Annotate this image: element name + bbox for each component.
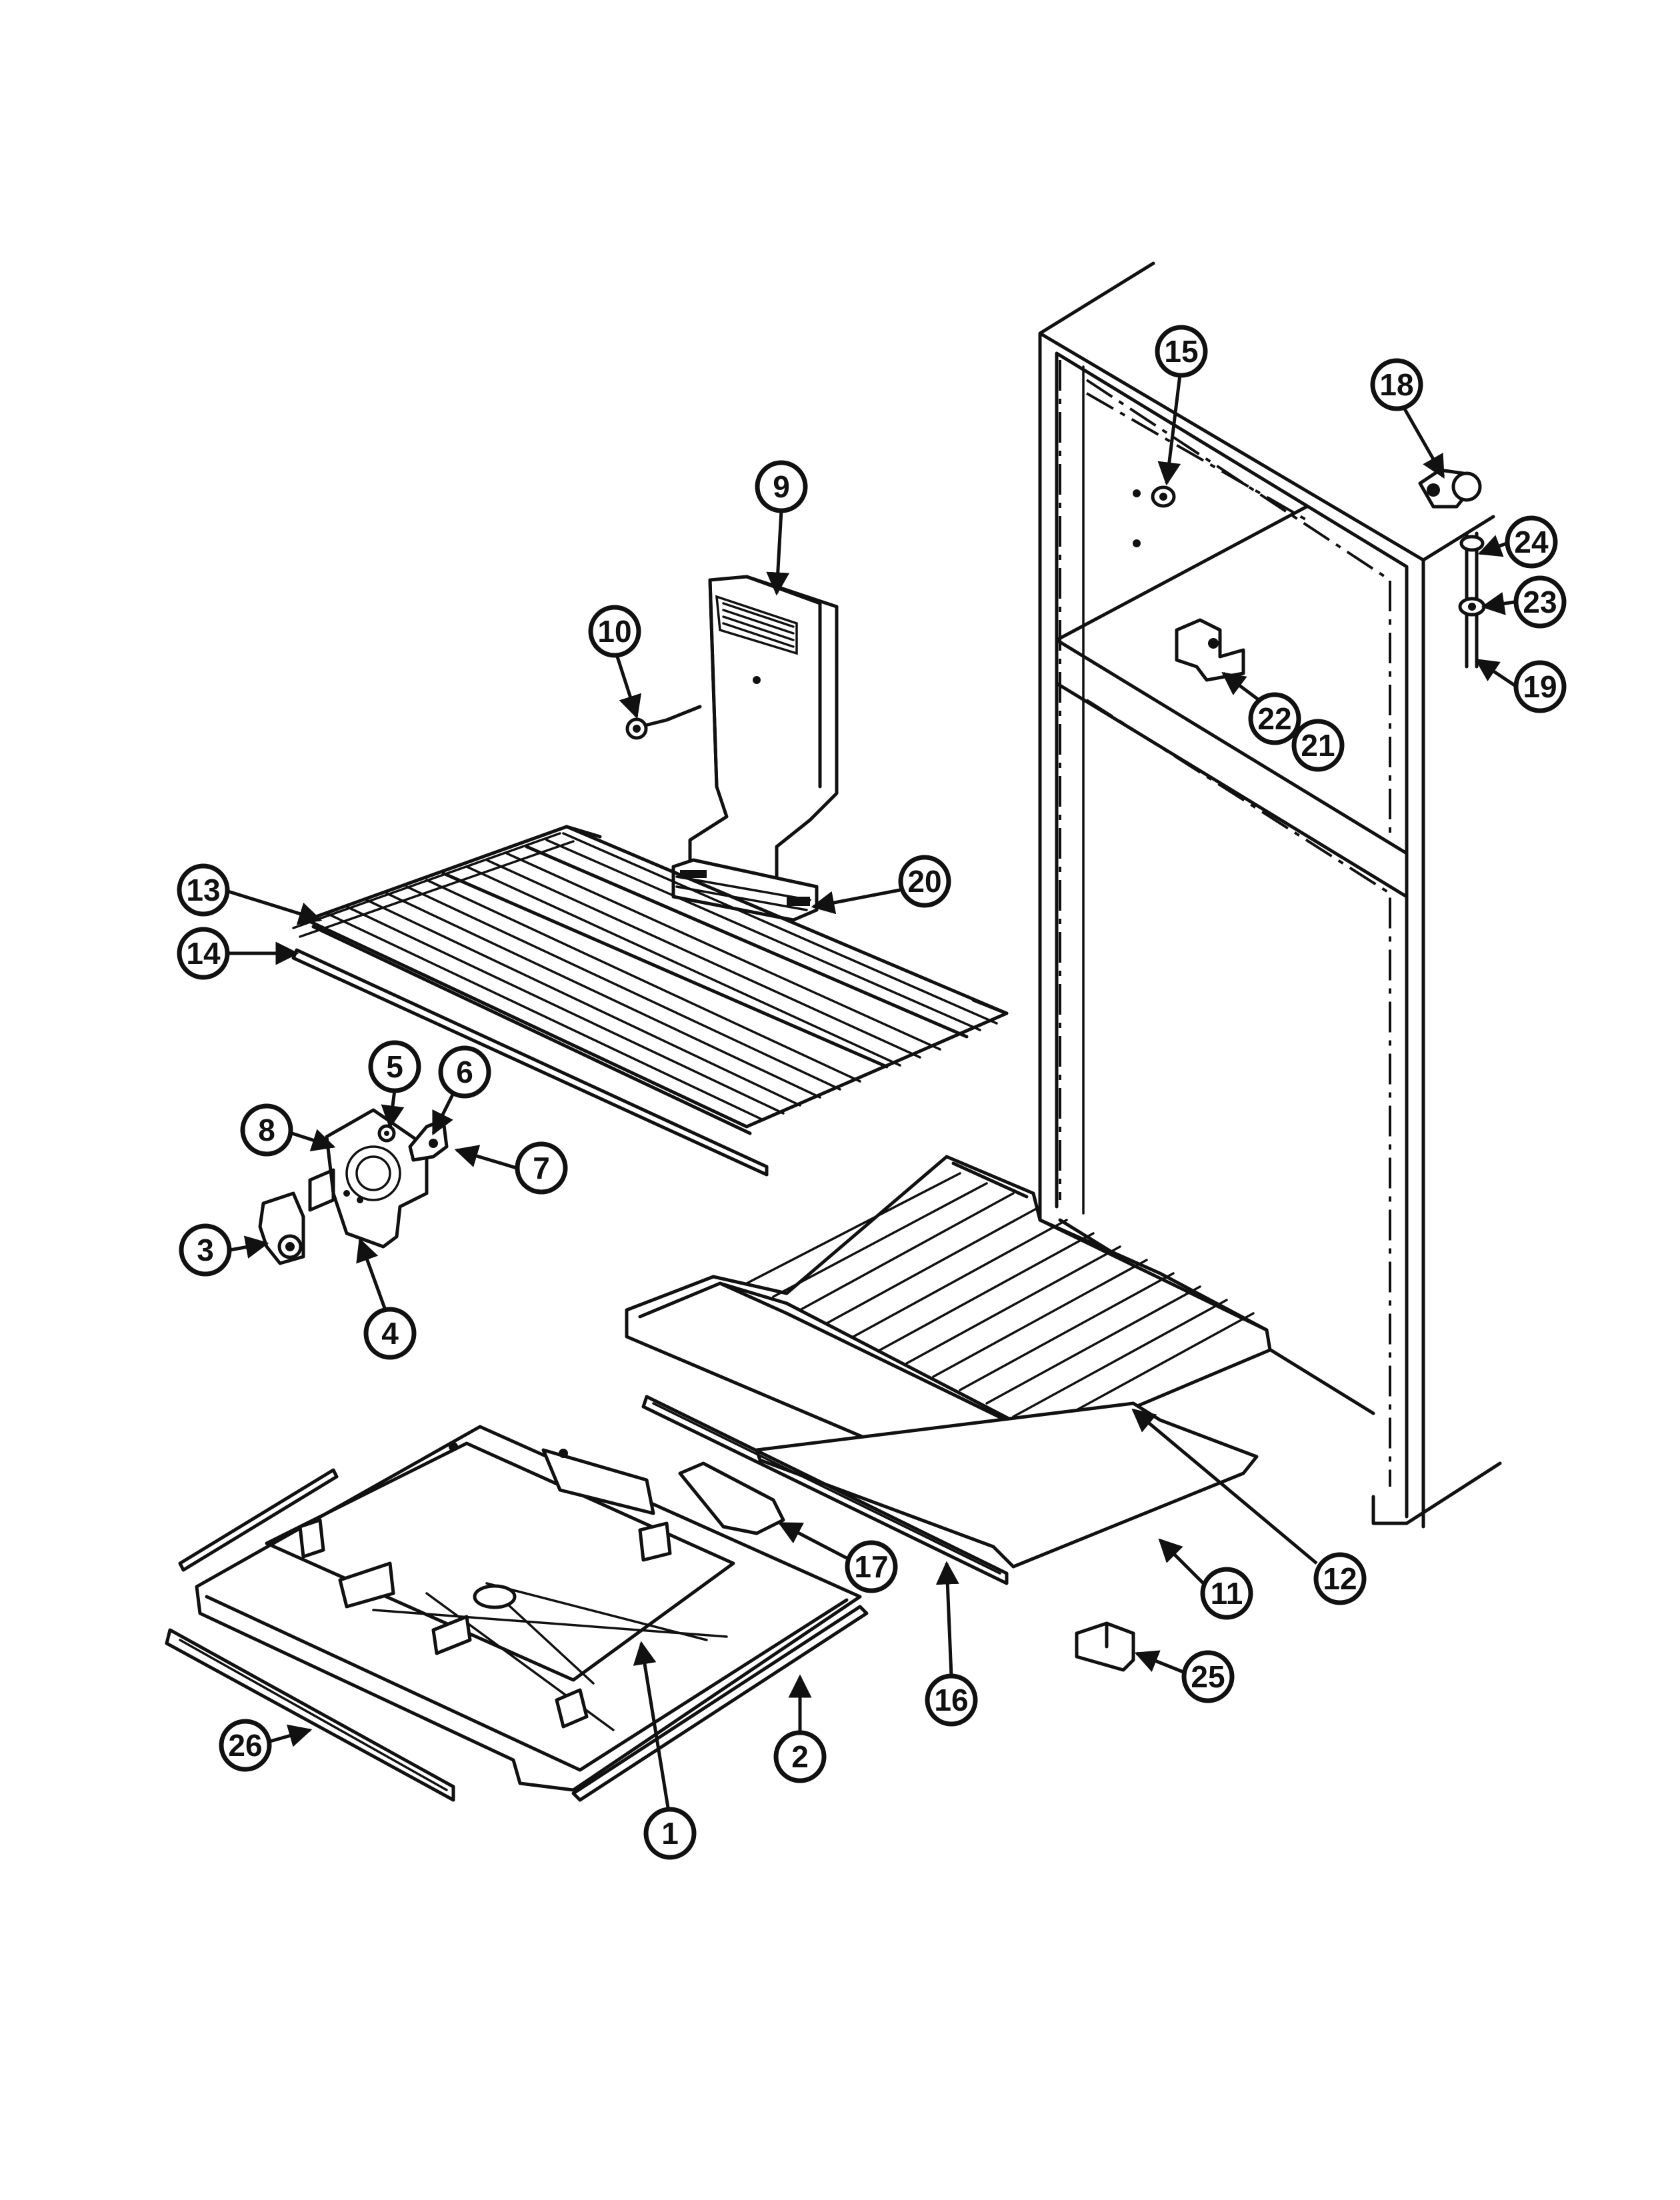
callout-8: 8 [240, 1103, 336, 1157]
callout-10: 10 [588, 605, 641, 719]
part-10-screw [625, 705, 702, 740]
part-13-wire-shelf [292, 825, 1009, 1135]
svg-text:11: 11 [1211, 1576, 1243, 1611]
part-19-hinge-pin [1458, 531, 1486, 669]
svg-text:22: 22 [1257, 701, 1291, 736]
svg-text:9: 9 [773, 469, 790, 504]
callout-19: 19 [1475, 658, 1567, 713]
callout-23: 23 [1481, 575, 1567, 629]
svg-text:7: 7 [533, 1151, 550, 1185]
callout-18: 18 [1370, 358, 1445, 479]
fan-assembly [258, 1108, 449, 1265]
callout-5: 5 [368, 1040, 421, 1129]
part-16-rail [641, 1395, 1009, 1585]
part-15-plug [1151, 485, 1176, 508]
svg-text:23: 23 [1523, 585, 1557, 619]
svg-text:1: 1 [661, 1816, 679, 1851]
svg-text:15: 15 [1164, 334, 1198, 369]
callout-14: 14 [177, 927, 299, 980]
svg-text:25: 25 [1191, 1659, 1225, 1694]
svg-text:13: 13 [186, 873, 220, 907]
part-22-21-bracket [1175, 618, 1245, 682]
svg-text:10: 10 [597, 614, 631, 649]
part-17-panel [678, 1461, 785, 1535]
svg-text:2: 2 [791, 1739, 809, 1774]
part-11-cover-plate [755, 1401, 1259, 1569]
callout-26: 26 [219, 1719, 313, 1772]
part-9-air-duct [671, 575, 839, 922]
callout-6: 6 [431, 1045, 491, 1136]
svg-text:17: 17 [854, 1549, 888, 1584]
callout-12: 12 [1131, 1408, 1367, 1605]
svg-text:19: 19 [1523, 669, 1557, 704]
svg-text:6: 6 [456, 1055, 473, 1089]
svg-text:21: 21 [1301, 728, 1335, 763]
callout-24: 24 [1477, 515, 1558, 569]
callout-3: 3 [179, 1223, 269, 1277]
svg-text:3: 3 [197, 1233, 214, 1267]
callout-16: 16 [925, 1561, 978, 1727]
callout-25: 25 [1134, 1650, 1235, 1703]
svg-text:5: 5 [386, 1049, 403, 1084]
callout-21: 21 [1291, 719, 1345, 772]
svg-text:26: 26 [228, 1728, 262, 1763]
part-18-hinge [1418, 468, 1482, 509]
callout-17: 17 [777, 1521, 898, 1593]
svg-text:14: 14 [186, 936, 221, 971]
callout-7: 7 [454, 1141, 568, 1195]
part-1-base-pan [195, 1425, 862, 1792]
svg-text:4: 4 [381, 1316, 399, 1351]
callout-13: 13 [177, 863, 323, 925]
callout-20: 20 [811, 855, 951, 915]
callout-11: 11 [1158, 1538, 1253, 1620]
part-2-side-rail [571, 1605, 869, 1802]
callout-15: 15 [1155, 325, 1208, 486]
callout-1: 1 [633, 1641, 697, 1860]
part-25-block [1075, 1621, 1135, 1672]
svg-text:24: 24 [1514, 525, 1549, 559]
left-rail [178, 1468, 339, 1572]
callout-4: 4 [356, 1237, 417, 1360]
svg-text:18: 18 [1379, 367, 1413, 402]
callout-2: 2 [773, 1674, 827, 1783]
svg-text:16: 16 [934, 1683, 968, 1717]
svg-text:12: 12 [1323, 1561, 1357, 1596]
callout-9: 9 [755, 460, 808, 596]
callout-22: 22 [1221, 671, 1301, 745]
svg-text:20: 20 [907, 864, 941, 899]
part-26-base-rail [165, 1628, 455, 1802]
svg-text:8: 8 [258, 1113, 275, 1147]
